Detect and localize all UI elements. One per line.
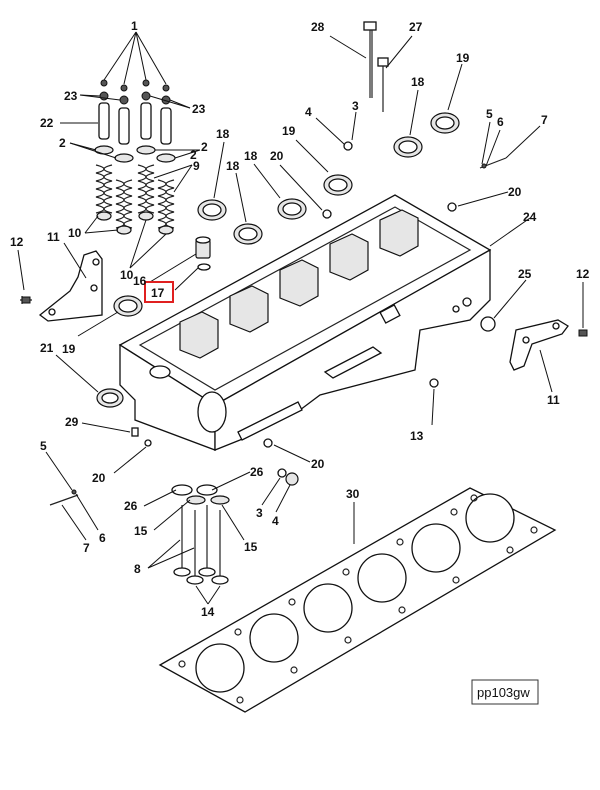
- callout-19b: 19: [456, 51, 470, 65]
- callout-6a: 6: [497, 115, 504, 129]
- callout-12b: 12: [576, 267, 590, 281]
- callout-20c: 20: [311, 457, 325, 471]
- callout-10a: 10: [68, 226, 82, 240]
- callout-17: 17: [151, 286, 165, 300]
- valve-keepers: [99, 79, 171, 105]
- callout-20b: 20: [508, 185, 522, 199]
- callout-11b: 11: [547, 393, 560, 407]
- callout-13: 13: [410, 429, 424, 443]
- valve-springs: [95, 164, 175, 229]
- head-gasket: [158, 487, 557, 713]
- callout-1: 1: [131, 19, 138, 33]
- figure-code: pp103gw: [471, 679, 539, 705]
- callout-21: 21: [40, 341, 54, 355]
- callout-6b: 6: [99, 531, 106, 545]
- callout-30: 30: [346, 487, 360, 501]
- callout-24: 24: [523, 210, 537, 224]
- callout-29: 29: [65, 415, 79, 429]
- callout-23a: 23: [64, 89, 78, 103]
- callout-10b: 10: [120, 268, 134, 282]
- callout-15a: 15: [134, 524, 148, 538]
- spring-caps: [94, 145, 176, 163]
- figure-code-text: pp103gw: [477, 685, 530, 700]
- callout-4a: 4: [305, 105, 312, 119]
- callout-7a: 7: [541, 113, 548, 127]
- callout-18a: 18: [216, 127, 230, 141]
- cylinder-head-block: [118, 194, 492, 451]
- injector-sleeve: [195, 236, 211, 271]
- small-plugs: [49, 141, 507, 506]
- callout-25: 25: [518, 267, 532, 281]
- callout-16: 16: [133, 274, 147, 288]
- callout-28: 28: [311, 20, 325, 34]
- right-lifting-bracket: [509, 319, 588, 371]
- callout-11a: 11: [47, 230, 60, 244]
- callout-2a: 2: [59, 136, 66, 150]
- callout-3b: 3: [256, 506, 263, 520]
- callout-5b: 5: [40, 439, 47, 453]
- callout-22: 22: [40, 116, 54, 130]
- spring-seats: [96, 211, 174, 235]
- callout-19c: 19: [62, 342, 76, 356]
- callout-20a: 20: [270, 149, 284, 163]
- callout-19a: 19: [282, 124, 296, 138]
- cam-bearings: [96, 112, 460, 408]
- callout-18c: 18: [244, 149, 258, 163]
- callout-labels: 1 23 23 22 2 2 2 9 10 10 11 12 16 17 18 …: [10, 19, 590, 619]
- callout-12a: 12: [10, 235, 24, 249]
- left-lifting-bracket: [20, 250, 103, 322]
- callout-9: 9: [193, 159, 200, 173]
- side-ports: [149, 297, 472, 441]
- valves-and-seals: [171, 484, 230, 585]
- callout-27: 27: [409, 20, 423, 34]
- tappets: [98, 102, 172, 145]
- callout-15b: 15: [244, 540, 258, 554]
- callout-2b: 2: [201, 140, 208, 154]
- gasket-bolt-holes: [178, 494, 538, 704]
- callout-5a: 5: [486, 107, 493, 121]
- callout-20d: 20: [92, 471, 106, 485]
- callout-18d: 18: [411, 75, 425, 89]
- callout-8: 8: [134, 562, 141, 576]
- callout-4b: 4: [272, 514, 279, 528]
- callout-26b: 26: [250, 465, 264, 479]
- callout-23b: 23: [192, 102, 206, 116]
- head-bolts: [363, 21, 389, 112]
- leader-lines: [17, 31, 584, 605]
- callout-3a: 3: [352, 99, 359, 113]
- highlight-box-17: [144, 281, 174, 303]
- cam-journals: [179, 209, 419, 359]
- callout-2c: 2: [190, 148, 197, 162]
- callout-7b: 7: [83, 541, 90, 555]
- callout-18b: 18: [226, 159, 240, 173]
- callout-14: 14: [201, 605, 215, 619]
- callout-26a: 26: [124, 499, 138, 513]
